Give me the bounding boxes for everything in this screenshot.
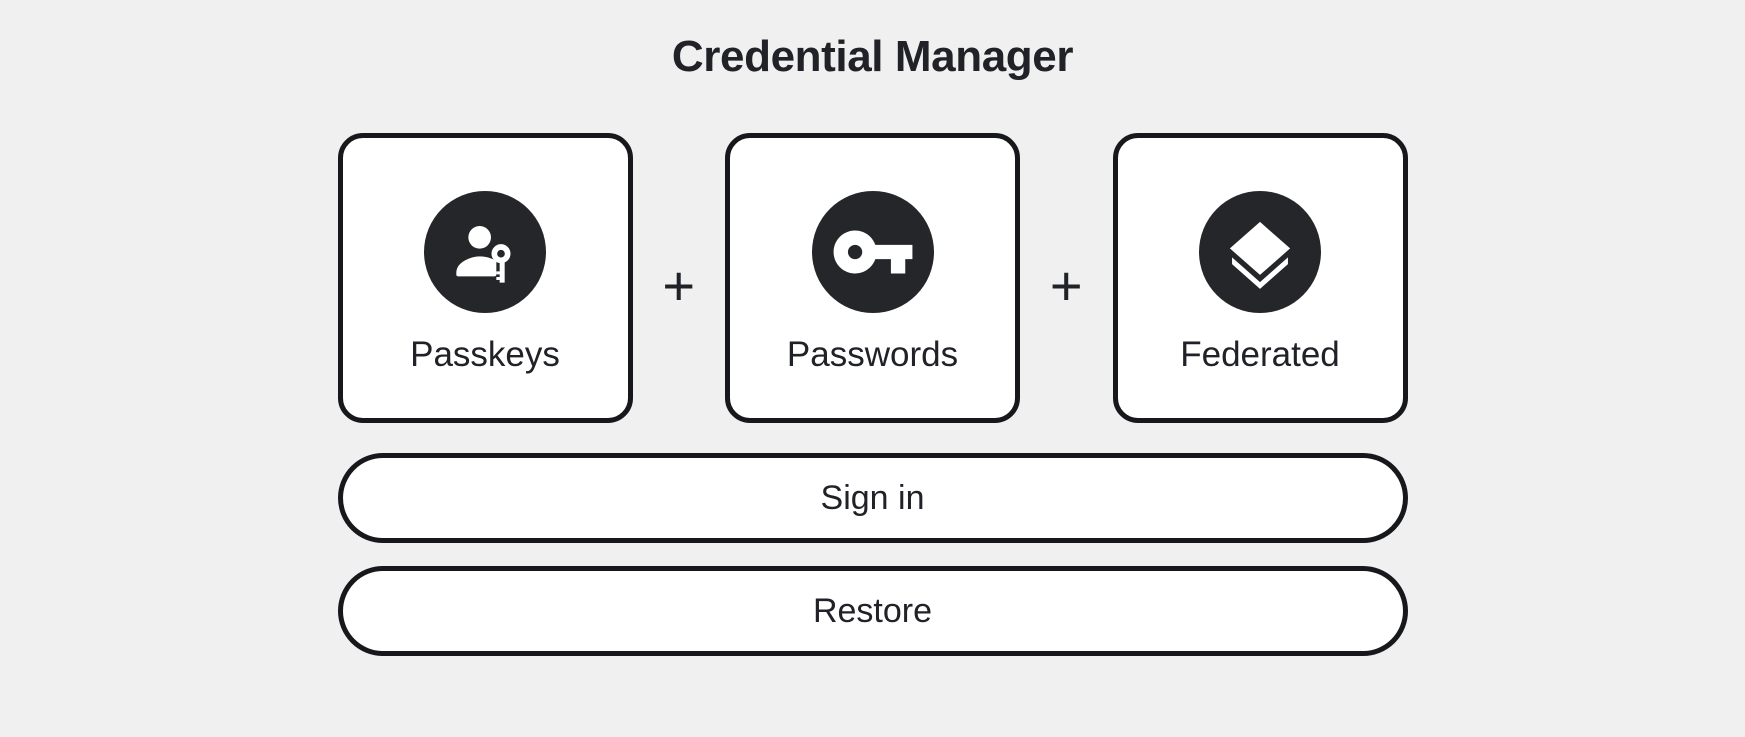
restore-button-label: Restore xyxy=(812,591,933,630)
passkeys-card: Passkeys xyxy=(337,133,633,423)
passkey-icon xyxy=(424,191,546,313)
credential-types-row: Passkeys + Passwords + xyxy=(337,133,1408,423)
federated-card: Federated xyxy=(1112,133,1408,423)
layers-icon xyxy=(1199,191,1321,313)
plus-separator: + xyxy=(1049,253,1083,317)
sign-in-button[interactable]: Sign in xyxy=(337,453,1408,543)
key-icon xyxy=(811,191,934,313)
plus-separator: + xyxy=(662,253,696,317)
page-title: Credential Manager xyxy=(671,32,1074,81)
restore-button[interactable]: Restore xyxy=(337,566,1408,656)
passwords-card: Passwords xyxy=(725,133,1020,423)
federated-card-label: Federated xyxy=(1180,335,1340,374)
sign-in-button-label: Sign in xyxy=(820,478,925,517)
passkeys-card-label: Passkeys xyxy=(410,335,560,374)
credential-manager-panel: Credential Manager Passkeys + xyxy=(337,30,1408,656)
passwords-card-label: Passwords xyxy=(786,335,959,374)
